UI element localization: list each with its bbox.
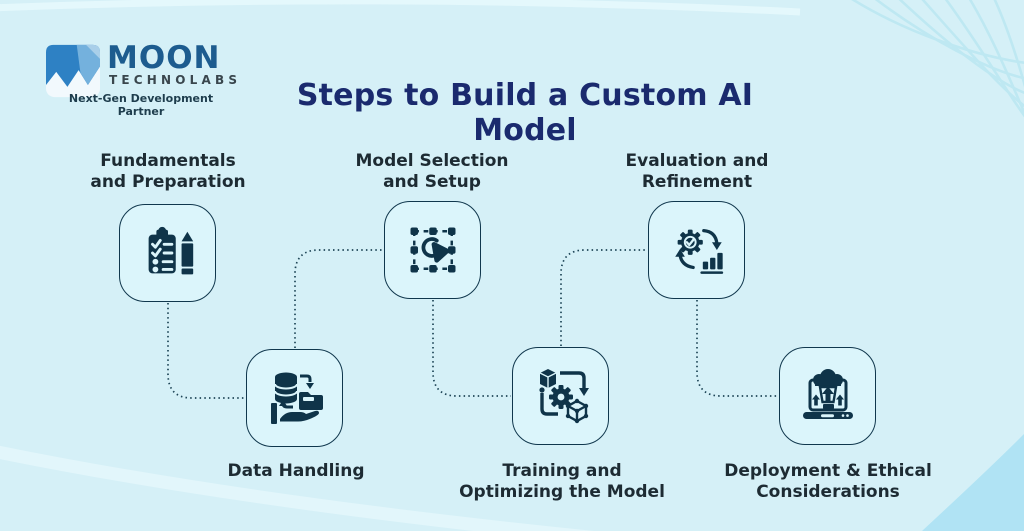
database-transfer-hand-icon <box>270 372 323 424</box>
page-title: Steps to Build a Custom AI Model <box>296 78 754 148</box>
laptop-cloud-upload-icon <box>802 369 853 419</box>
step-3-tile <box>384 201 481 299</box>
corner-stripes <box>851 0 1024 118</box>
step-4-tile <box>512 347 609 445</box>
selection-marquee-pointer-icon <box>410 227 455 273</box>
gear-check-cycle-chart-icon <box>674 228 723 274</box>
checklist-clipboard-icon <box>148 226 193 275</box>
brand-subname: TECHNOLABS <box>109 73 242 87</box>
cube-gear-pipeline-icon <box>538 369 589 424</box>
step-2-label: Data Handling <box>227 461 365 481</box>
brand-name: MOON <box>107 40 221 76</box>
step-5-label: Evaluation and Refinement <box>625 151 769 193</box>
brand-logo: MOON TECHNOLABS Next-Gen Development Par… <box>45 40 245 118</box>
step-2-tile <box>246 349 343 447</box>
moon-technolabs-m-logo-icon <box>46 44 100 98</box>
step-1-label: Fundamentals and Preparation <box>90 151 246 193</box>
top-light-wave <box>0 0 801 16</box>
connector-step3-step4 <box>432 300 511 397</box>
connector-step2-step3 <box>294 249 383 348</box>
connector-step1-step2 <box>167 303 245 399</box>
step-1-tile <box>119 204 216 302</box>
connector-step5-step6 <box>696 300 778 397</box>
step-6-tile <box>779 347 876 445</box>
step-5-tile <box>648 201 745 299</box>
connector-step4-step5 <box>560 249 647 346</box>
step-3-label: Model Selection and Setup <box>355 151 509 193</box>
step-6-label: Deployment & Ethical Considerations <box>724 461 932 503</box>
step-4-label: Training and Optimizing the Model <box>459 461 665 503</box>
brand-tagline: Next-Gen Development Partner <box>68 92 214 118</box>
